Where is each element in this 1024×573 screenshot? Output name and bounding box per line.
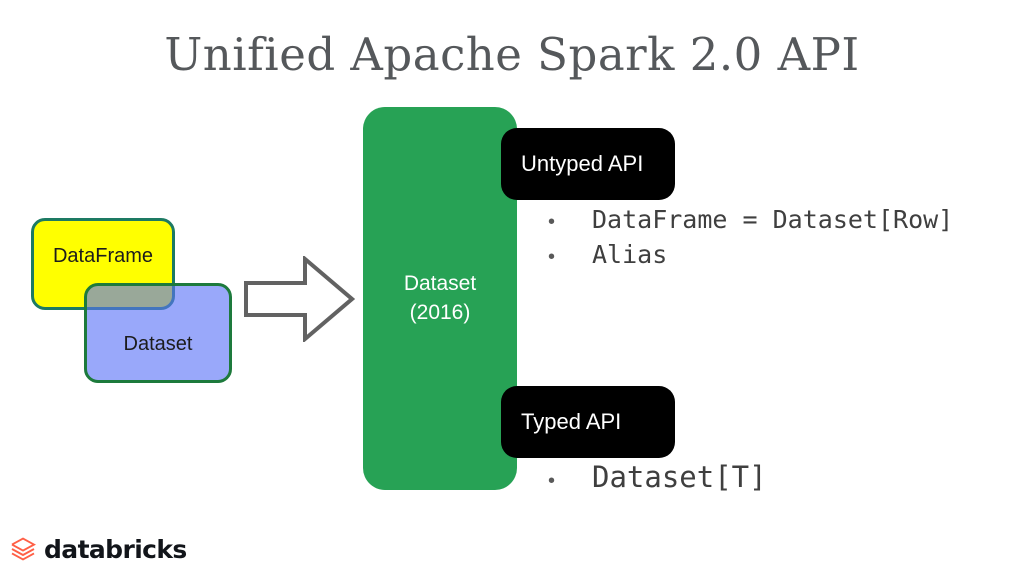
bullet-marker: •	[548, 211, 556, 233]
bullet-text: Dataset[T]	[592, 460, 767, 494]
venn-label-dataset: Dataset	[123, 332, 193, 355]
typed-api-label: Typed API	[501, 386, 675, 458]
dataset-2016-panel: Dataset (2016)	[363, 107, 517, 490]
typed-api-label-text: Typed API	[521, 409, 622, 434]
list-item: • Dataset[T]	[548, 459, 767, 497]
bullet-marker: •	[548, 470, 556, 492]
bullet-text: DataFrame = Dataset[Row]	[592, 205, 954, 234]
databricks-wordmark: databricks	[44, 534, 187, 564]
venn-label-dataframe: DataFrame	[52, 244, 154, 267]
venn-shape-dataset: Dataset	[84, 283, 232, 383]
dataset-panel-title: Dataset	[403, 272, 477, 296]
page-title: Unified Apache Spark 2.0 API	[164, 28, 860, 81]
dataset-panel-year: (2016)	[409, 300, 471, 324]
bullet-text: Alias	[592, 239, 668, 269]
list-item: • DataFrame = Dataset[Row]	[548, 203, 953, 238]
untyped-api-bullet-list: • DataFrame = Dataset[Row] • Alias	[548, 203, 953, 272]
databricks-stacked-layers-icon	[11, 537, 36, 561]
typed-api-bullet-list: • Dataset[T]	[548, 459, 767, 497]
untyped-api-label-text: Untyped API	[521, 151, 644, 176]
transform-arrow-icon	[244, 256, 355, 342]
list-item: • Alias	[548, 238, 953, 273]
bullet-marker: •	[548, 245, 556, 268]
databricks-logo: databricks	[10, 536, 187, 562]
untyped-api-label: Untyped API	[501, 128, 675, 200]
